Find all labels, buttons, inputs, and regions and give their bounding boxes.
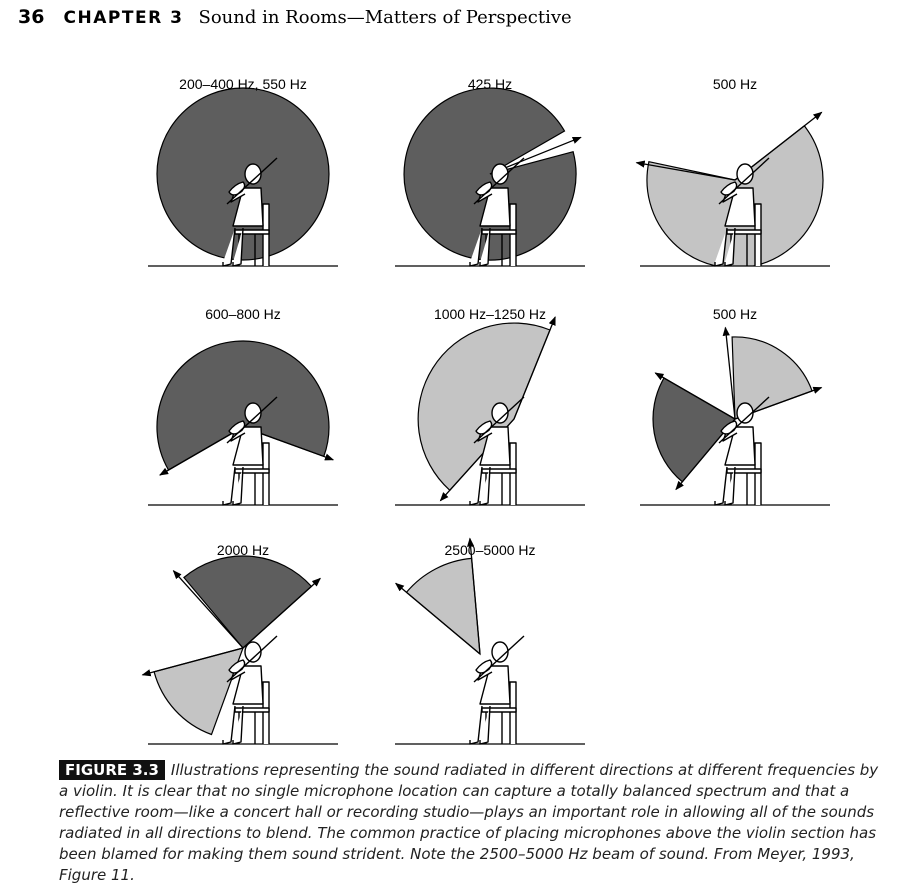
radiation-panel: 425 Hz <box>370 76 610 307</box>
violinist-icon <box>222 157 278 267</box>
beam-arrow <box>466 537 481 655</box>
beam-arrow <box>654 372 736 420</box>
violinist-icon <box>222 635 278 745</box>
violinist-icon <box>222 396 278 506</box>
radiation-panel: 1000 Hz–1250 Hz <box>370 306 610 546</box>
panel-label: 1000 Hz–1250 Hz <box>434 306 546 322</box>
radiation-pattern <box>405 557 481 656</box>
radiation-pattern <box>153 647 244 736</box>
radiation-panel: 200–400 Hz, 550 Hz <box>123 76 363 307</box>
beam-arrow <box>635 160 736 181</box>
panel-label: 500 Hz <box>713 306 757 322</box>
beam-arrow <box>395 582 481 655</box>
chapter-label: CHAPTER 3 <box>63 8 184 28</box>
chapter-title: Sound in Rooms—Matters of Perspective <box>198 7 572 28</box>
radiation-pattern <box>156 87 330 261</box>
floor-mask <box>615 266 855 307</box>
page-number: 36 <box>18 6 45 28</box>
beam-arrow <box>172 570 244 649</box>
radiation-panel: 500 Hz <box>615 306 855 546</box>
panel-label: 500 Hz <box>713 76 757 92</box>
figure-3-3-violin-radiation: 200–400 Hz, 550 Hz 425 Hz 500 Hz 600–800 Hz… <box>123 76 855 760</box>
floor-mask <box>370 744 610 760</box>
floor-mask <box>370 266 610 307</box>
violinist-icon <box>714 396 770 506</box>
radiation-panel: 600–800 Hz <box>123 306 363 546</box>
floor-mask <box>123 266 363 307</box>
beam-arrow <box>141 647 244 677</box>
panel-label: 2000 Hz <box>217 542 269 558</box>
radiation-pattern <box>156 340 330 471</box>
violinist-icon <box>469 396 525 506</box>
running-head: 36 CHAPTER 3 Sound in Rooms—Matters of P… <box>18 6 572 34</box>
floor-mask <box>370 505 610 546</box>
beam-arrow <box>513 316 556 420</box>
radiation-pattern <box>183 555 313 649</box>
beam-arrow <box>159 426 244 476</box>
radiation-panel: 2000 Hz <box>123 542 363 760</box>
beam-arrow <box>242 577 321 649</box>
violinist-icon <box>469 635 525 745</box>
caption-text: Illustrations representing the sound rad… <box>59 761 879 884</box>
floor-mask <box>123 505 363 546</box>
radiation-panel: 2500–5000 Hz <box>370 537 610 760</box>
beam-arrow <box>722 326 736 420</box>
radiation-pattern <box>417 322 551 492</box>
radiation-pattern <box>731 336 813 420</box>
floor-mask <box>123 744 363 760</box>
radiation-pattern <box>652 377 736 483</box>
panel-label: 2500–5000 Hz <box>444 542 535 558</box>
floor-mask <box>615 505 855 546</box>
panel-label: 200–400 Hz, 550 Hz <box>179 76 307 92</box>
violinist-icon <box>469 157 525 267</box>
violinist-icon <box>714 157 770 267</box>
panel-label: 425 Hz <box>468 76 512 92</box>
radiation-panel: 500 Hz <box>615 76 855 307</box>
figure-label: FIGURE 3.3 <box>59 760 165 780</box>
panel-label: 600–800 Hz <box>205 306 281 322</box>
